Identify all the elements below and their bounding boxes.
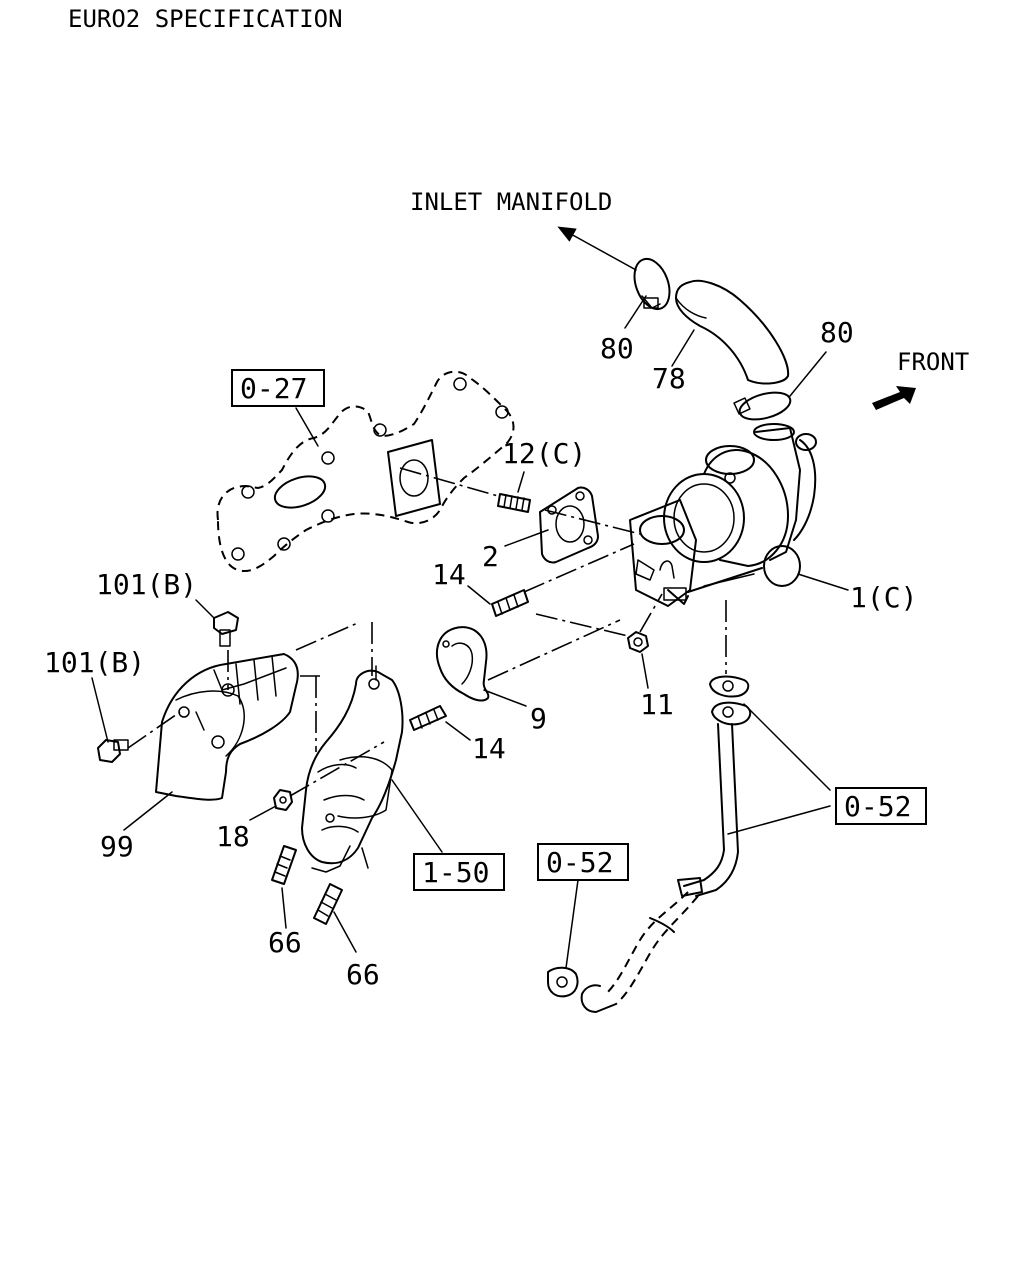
leader-0-52-a2 <box>727 805 831 835</box>
ref-0-27: 0-27 <box>240 372 307 405</box>
ref-1-50: 1-50 <box>422 856 489 889</box>
bolt-101-upper <box>213 611 239 647</box>
leader-1c <box>797 573 849 591</box>
dashline-stud-14-upper <box>523 543 635 593</box>
oil-return-pipe <box>547 600 752 1013</box>
callout-99: 99 <box>100 830 134 863</box>
front-arrow-icon <box>872 386 916 410</box>
callout-14-upper: 14 <box>432 558 466 591</box>
leader-14-lower <box>445 721 471 741</box>
leader-66-right <box>333 911 357 953</box>
leader-80-upper <box>624 295 647 329</box>
nut-11 <box>627 631 649 653</box>
leader-2 <box>504 529 549 547</box>
callout-1c: 1(C) <box>850 581 917 614</box>
leader-0-27 <box>295 407 319 447</box>
leader-101-lower <box>91 677 109 743</box>
dashline-gasket-9 <box>487 619 621 681</box>
dashline-stud-12 <box>399 467 499 497</box>
inlet-manifold-label: INLET MANIFOLD <box>410 188 612 216</box>
leader-0-52-a1 <box>743 703 831 791</box>
callout-66-left: 66 <box>268 926 302 959</box>
stud-66-right <box>313 883 343 925</box>
callout-101b-upper: 101(B) <box>96 568 197 601</box>
leader-1-50 <box>391 779 443 853</box>
callout-2: 2 <box>482 540 499 573</box>
leader-99 <box>123 791 173 831</box>
hose-78 <box>675 279 790 385</box>
heat-shield-99 <box>127 650 299 801</box>
callout-11: 11 <box>640 688 674 721</box>
ref-box-0-52-right <box>835 787 927 825</box>
clamp-80-upper <box>633 257 671 311</box>
dashline-shield-1 <box>295 621 361 651</box>
callout-18: 18 <box>216 820 250 853</box>
clamp-80-lower <box>733 391 792 421</box>
dashline-nut-11 <box>535 613 629 637</box>
ref-0-52-left: 0-52 <box>546 846 613 879</box>
gasket-2 <box>539 486 599 564</box>
leader-0-52-b <box>565 879 579 969</box>
leader-18 <box>249 805 277 821</box>
exhaust-manifold <box>216 370 515 572</box>
callout-14-lower: 14 <box>472 732 506 765</box>
gasket-9 <box>436 626 490 702</box>
callout-80-lower: 80 <box>820 316 854 349</box>
stud-14-lower <box>409 705 447 731</box>
stud-66-left <box>271 845 297 885</box>
dashline-nut-11-up <box>639 593 663 633</box>
leader-9 <box>483 689 527 707</box>
ref-box-0-52-left <box>537 843 629 881</box>
callout-80-upper: 80 <box>600 332 634 365</box>
leader-14-upper <box>467 585 491 605</box>
turbocharger <box>629 423 817 607</box>
leader-80-lower <box>789 351 827 397</box>
stud-14-upper <box>491 589 529 617</box>
diagram-title: EURO2 SPECIFICATION <box>68 5 343 33</box>
callout-78: 78 <box>652 362 686 395</box>
leader-11 <box>641 653 649 689</box>
leader-78 <box>671 329 695 367</box>
catalytic-converter <box>301 622 404 873</box>
inlet-manifold-arrow <box>557 226 637 271</box>
front-label: FRONT <box>897 348 969 376</box>
callout-12c: 12(C) <box>502 437 586 470</box>
ref-box-1-50 <box>413 853 505 891</box>
nut-18 <box>273 789 293 811</box>
dashline-gasket <box>544 509 641 535</box>
callout-101b-lower: 101(B) <box>44 646 145 679</box>
callout-66-right: 66 <box>346 958 380 991</box>
bolt-101-lower <box>97 739 129 763</box>
leader-66-left <box>281 887 287 929</box>
leader-12 <box>517 471 525 493</box>
stud-12 <box>497 493 531 513</box>
leader-101-upper <box>195 599 215 619</box>
ref-0-52-right: 0-52 <box>844 790 911 823</box>
dashline-nut-18 <box>289 741 385 797</box>
callout-9: 9 <box>530 702 547 735</box>
ref-box-0-27 <box>231 369 325 407</box>
